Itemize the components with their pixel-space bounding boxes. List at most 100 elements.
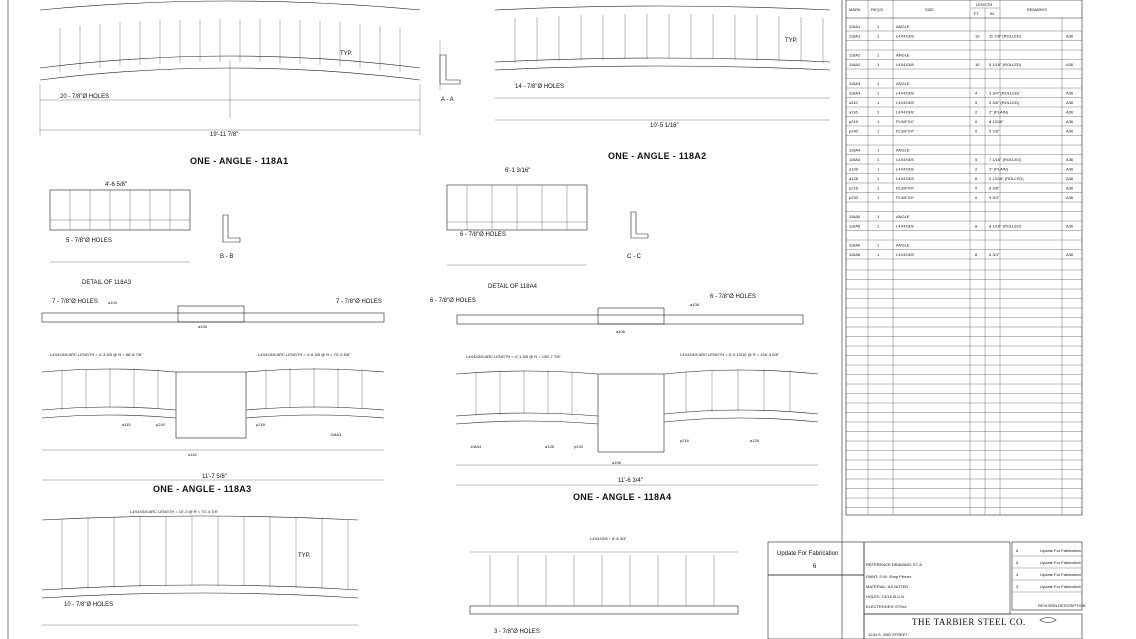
bom-cell: 1	[877, 214, 880, 219]
bom-cell: 3 3/4" (ROLLED)	[989, 91, 1020, 96]
svg-text:1234 S. 2ND STREET: 1234 S. 2ND STREET	[868, 632, 908, 637]
bom-cell: 10	[975, 62, 980, 67]
bom-cell: 118A6	[849, 252, 861, 257]
bom-cell: 118A3	[849, 81, 861, 86]
bom-cell: 2" (PLAIN)	[989, 110, 1009, 115]
title-118a3: ONE - ANGLE - 118A3	[153, 484, 251, 494]
bom-cell: 118A2	[849, 53, 861, 58]
arc-flange-118a1	[39, 55, 421, 69]
svg-text:B - B: B - B	[220, 254, 233, 260]
bom-cell: ANGLE	[896, 53, 910, 58]
svg-text:L4X4X3/8 ARC LENGTH = 4'-1 5/8: L4X4X3/8 ARC LENGTH = 4'-1 5/8 @ R = 136…	[466, 354, 561, 359]
svg-text:6 - 7/8"Ø HOLES: 6 - 7/8"Ø HOLES	[460, 232, 506, 238]
svg-text:LENGTH: LENGTH	[976, 2, 992, 7]
update-number: 6	[813, 564, 817, 570]
bom-cell: PL3/8"X4"	[896, 119, 915, 124]
svg-text:FT: FT	[974, 11, 979, 16]
revision-description: Update For Fabrication	[1040, 572, 1081, 577]
svg-text:REFERENCE DRAWING: E7.A: REFERENCE DRAWING: E7.A	[866, 562, 922, 567]
bom-cell: L4X4X3/8	[896, 110, 914, 115]
bom-cell: a126	[849, 167, 859, 172]
bom-cell: A36	[1066, 100, 1074, 105]
plan-118a3: 7 - 7/8"Ø HOLES 7 - 7/8"Ø HOLES a104 a10…	[41, 299, 385, 329]
svg-text:HOLES: 13/16 Ø U.N.: HOLES: 13/16 Ø U.N.	[866, 594, 905, 599]
bom-cell: 1	[877, 100, 880, 105]
bom-cell: A36	[1066, 129, 1074, 134]
bom-cell: 5	[975, 100, 978, 105]
bom-cell: L4X4X3/8	[896, 91, 914, 96]
svg-text:6 - 7/8"Ø HOLES: 6 - 7/8"Ø HOLES	[710, 294, 756, 300]
bom-cell: 8 1/16" (ROLLED)	[989, 224, 1022, 229]
bom-cell: 2	[975, 110, 978, 115]
bom-cell: 8	[975, 252, 978, 257]
bom-cell: L4X4X3/8	[896, 62, 914, 67]
bom-cell: A36	[1066, 167, 1074, 172]
bom-cell: 1	[877, 167, 880, 172]
svg-text:MARK: MARK	[849, 7, 861, 12]
bom-cell: 118A6	[849, 243, 861, 248]
bom-cell: p216	[849, 186, 859, 191]
bom-cell: A36	[1066, 176, 1074, 181]
view-118a1: 20 - 7/8"Ø HOLES 19'-11 7/8" TYP. ONE - …	[39, 0, 421, 166]
bom-cell: 1	[877, 176, 880, 181]
bom-cell: 2	[975, 167, 978, 172]
bom-cell: 4	[975, 91, 978, 96]
bom-cell: 0	[975, 129, 978, 134]
title-118a4: ONE - ANGLE - 118A4	[573, 492, 671, 502]
view-118a6: L4X4X3/8 = 8'-6 3/4" 3 - 7/8"Ø HOLES	[469, 536, 739, 635]
bom-cell: A36	[1066, 195, 1074, 200]
svg-text:MATERIAL: AS NOTED: MATERIAL: AS NOTED	[866, 584, 908, 589]
note-holes-118a1: 20 - 7/8"Ø HOLES	[60, 94, 109, 100]
svg-text:a108: a108	[690, 302, 700, 307]
bom-cell: 6	[975, 176, 978, 181]
bom-cell: 1	[877, 252, 880, 257]
svg-text:REMARKS: REMARKS	[1027, 7, 1047, 12]
bom-cell: PL3/8"X4"	[896, 129, 915, 134]
svg-text:3 - 7/8"Ø HOLES: 3 - 7/8"Ø HOLES	[494, 629, 540, 635]
bom-cell: 118A2	[849, 62, 861, 67]
svg-text:REVISION DESCRIPTION: REVISION DESCRIPTION	[1038, 603, 1086, 608]
svg-text:a106: a106	[198, 324, 208, 329]
bom-cell: 5 1/16" (ROLLED)	[989, 62, 1022, 67]
bom-cell: L4X4X3/8	[896, 176, 914, 181]
svg-text:SIZE: SIZE	[925, 7, 934, 12]
bom-cell: A36	[1066, 186, 1074, 191]
view-118a4: L4X4X3/8 ARC LENGTH = 4'-1 5/8 @ R = 136…	[455, 352, 819, 502]
bom-cell: 1	[877, 148, 880, 153]
title-118a2: ONE - ANGLE - 118A2	[608, 151, 706, 161]
bom-cell: a128	[849, 176, 859, 181]
title-detail-118a3: DETAIL OF 118A3	[82, 280, 132, 286]
bom-cell: p240	[849, 129, 859, 134]
bom-cell: 118A4	[849, 148, 861, 153]
bom-cell: 6 3/4"	[989, 252, 1000, 257]
svg-text:6'-1 3/16": 6'-1 3/16"	[505, 168, 530, 174]
svg-text:10 - 7/8"Ø HOLES: 10 - 7/8"Ø HOLES	[64, 602, 113, 608]
svg-text:TYP.: TYP.	[785, 38, 798, 44]
bom-cell: A36	[1066, 224, 1074, 229]
bom-cell: 1	[877, 62, 880, 67]
svg-text:7 - 7/8"Ø HOLES: 7 - 7/8"Ø HOLES	[336, 299, 382, 305]
bom-cell: PL3/8"X4"	[896, 186, 915, 191]
svg-text:PAINT: S.W. Shop Primer: PAINT: S.W. Shop Primer	[866, 574, 912, 579]
view-118a2: 14 - 7/8"Ø HOLES 10'-5 1/16" TYP. ONE - …	[494, 5, 831, 161]
bom-cell: 8 3/8"	[989, 186, 1000, 191]
title-118a1: ONE - ANGLE - 118A1	[190, 156, 288, 166]
bom-cell: 118A5	[849, 214, 861, 219]
bom-cell: ANGLE	[896, 214, 910, 219]
note-holes-118a2: 14 - 7/8"Ø HOLES	[515, 84, 564, 90]
svg-text:L4X4X3/8 ARC LENGTH = 4'-3 5/8: L4X4X3/8 ARC LENGTH = 4'-3 5/8 @ R = 66'…	[50, 352, 143, 357]
svg-text:p216: p216	[680, 438, 690, 443]
bom-cell: 5 7/8"	[989, 129, 1000, 134]
revision-number: 5	[1016, 560, 1019, 565]
detail-118a4: 6 - 7/8"Ø HOLES 6'-1 3/16" DETAIL OF 118…	[446, 168, 588, 290]
title-section-aa: A - A	[441, 97, 454, 103]
svg-text:p218: p218	[256, 422, 266, 427]
note-typ-118a1: TYP.	[340, 51, 353, 57]
bom-cell: L4X4X3/8	[896, 157, 914, 162]
svg-text:a106: a106	[612, 460, 622, 465]
svg-text:11'-7 5/8": 11'-7 5/8"	[202, 474, 227, 480]
bom-cell: 118A1	[849, 34, 861, 39]
bom-cell: A36	[1066, 91, 1074, 96]
bom-cell: ANGLE	[896, 81, 910, 86]
